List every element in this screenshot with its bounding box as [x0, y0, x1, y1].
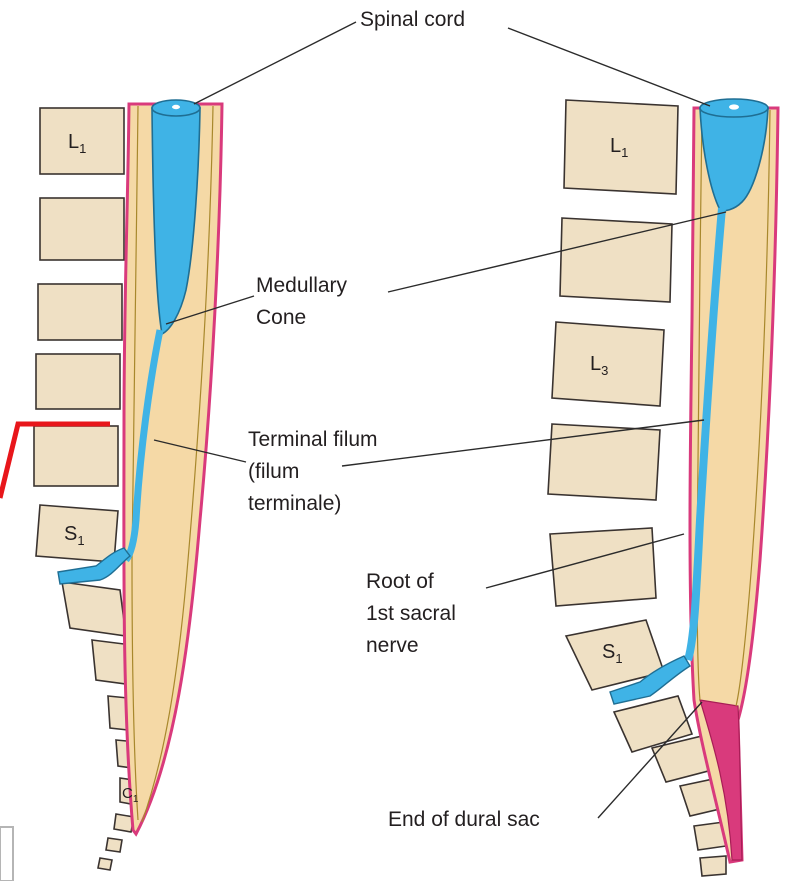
label-medullary-cone-line2: Cone — [256, 306, 306, 329]
right-vertebra-c1 — [700, 856, 726, 876]
label-sacral-root-line2: 1st sacral — [366, 602, 456, 625]
label-terminal-filum-line3: terminale) — [248, 492, 341, 515]
leader-medullary-cone-right — [388, 212, 726, 292]
right-vertebra-l4 — [548, 424, 660, 500]
corner-box — [0, 827, 13, 881]
label-spinal-cord: Spinal cord — [360, 8, 465, 31]
left-spine — [34, 100, 222, 870]
label-sacral-root-line1: Root of — [366, 570, 434, 593]
left-vertebra-c4 — [98, 858, 112, 870]
left-vertebra-s2 — [62, 582, 126, 636]
left-vertebra-l3 — [38, 284, 122, 340]
label-dural-sac-end: End of dural sac — [388, 808, 540, 831]
left-vertebra-l5 — [34, 426, 118, 486]
right-cord-canal — [729, 104, 739, 109]
right-spine — [548, 99, 778, 876]
label-terminal-filum-line2: (filum — [248, 460, 299, 483]
left-vertebra-l4 — [36, 354, 120, 409]
left-vertebra-c3 — [106, 838, 122, 852]
left-vertebra-l2 — [40, 198, 124, 260]
label-terminal-filum-line1: Terminal filum — [248, 428, 378, 451]
right-vertebra-l2 — [560, 218, 672, 302]
leader-spinal-cord-left — [194, 22, 356, 104]
label-sacral-root-line3: nerve — [366, 634, 419, 657]
leader-spinal-cord-right — [508, 28, 710, 106]
left-cord-canal — [172, 105, 180, 109]
annotation-labels: Spinal cord Medullary Cone Terminal filu… — [248, 8, 540, 831]
right-vertebra-l5 — [550, 528, 656, 606]
label-medullary-cone-line1: Medullary — [256, 274, 348, 297]
